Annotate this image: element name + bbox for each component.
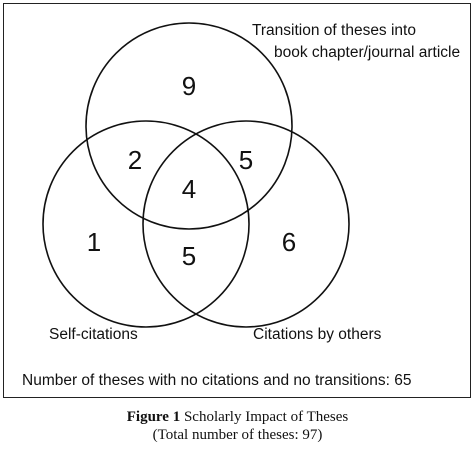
self-citations-label: Self-citations bbox=[49, 326, 138, 343]
region-all-three: 4 bbox=[182, 174, 196, 204]
caption-title-line: Figure 1 Scholarly Impact of Theses bbox=[0, 408, 475, 426]
region-self-others: 5 bbox=[182, 241, 196, 271]
caption-subtitle: (Total number of theses: 97) bbox=[152, 427, 323, 443]
citations-by-others-label: Citations by others bbox=[253, 326, 382, 343]
region-transition-self: 2 bbox=[128, 145, 142, 175]
venn-diagram: Transition of theses into book chapter/j… bbox=[42, 22, 460, 343]
circle-citations-by-others bbox=[142, 120, 350, 328]
transition-label-line2: book chapter/journal article bbox=[274, 44, 460, 61]
caption-figure-label: Figure 1 bbox=[126, 409, 181, 425]
circle-self-citations bbox=[42, 120, 250, 328]
figure-frame: Transition of theses into book chapter/j… bbox=[3, 3, 471, 398]
transition-label-line1: Transition of theses into bbox=[252, 22, 416, 39]
region-others-only: 6 bbox=[282, 227, 296, 257]
region-self-only: 1 bbox=[87, 227, 101, 257]
circle-transition bbox=[85, 22, 293, 230]
figure-caption: Figure 1 Scholarly Impact of Theses (Tot… bbox=[0, 408, 475, 444]
caption-title: Scholarly Impact of Theses bbox=[180, 409, 349, 425]
region-transition-only: 9 bbox=[182, 71, 196, 101]
no-citations-footnote: Number of theses with no citations and n… bbox=[22, 372, 412, 389]
region-transition-others: 5 bbox=[239, 145, 253, 175]
